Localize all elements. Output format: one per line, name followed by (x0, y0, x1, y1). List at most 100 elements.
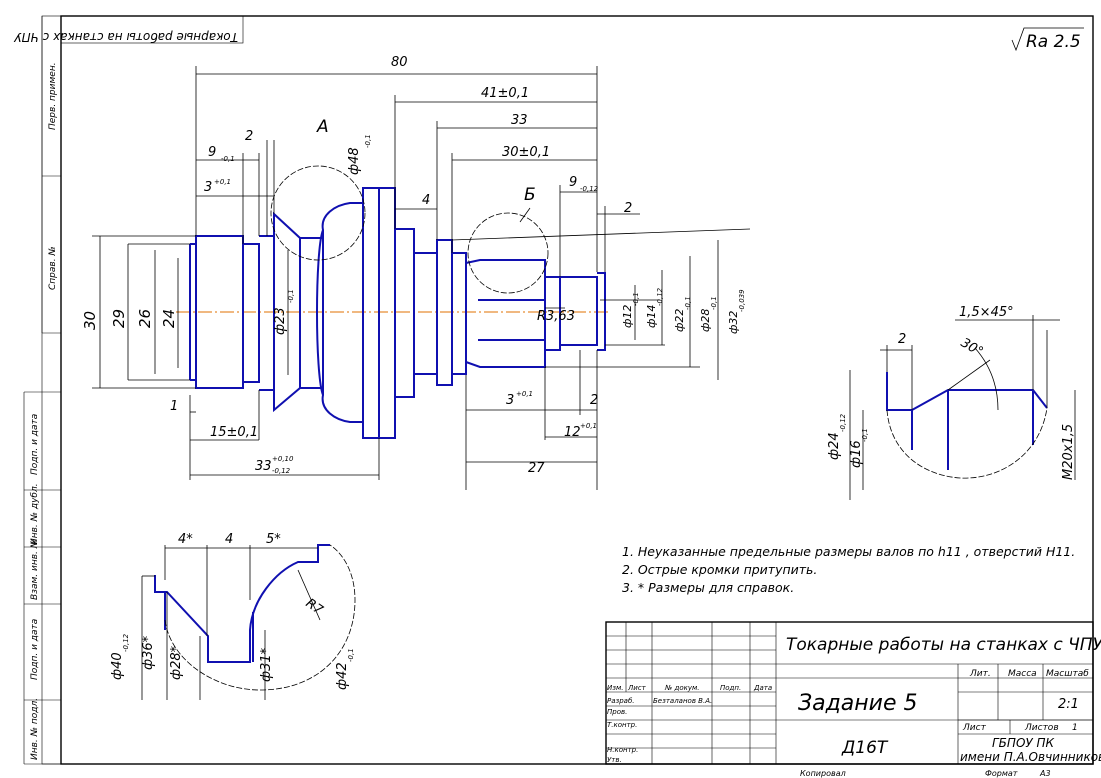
note-2: 2. Острые кромки притупить. (622, 562, 817, 577)
dim-32: ф32 (727, 311, 740, 334)
dia-30: 30 (81, 311, 99, 330)
dim-9: 9 (208, 145, 216, 160)
svg-text:Н.контр.: Н.контр. (607, 746, 638, 754)
dim-32-tol: -0,039 (738, 289, 746, 312)
detail-a-d31: ф31* (259, 647, 274, 682)
title-block-org1: ГБПОУ ПК (992, 736, 1055, 750)
dim-9-tol: -0,1 (221, 155, 235, 163)
title-block-mass: Масса (1008, 669, 1037, 679)
dim-3b-tol: +0,1 (516, 390, 533, 398)
title-block-scale: 2:1 (1058, 697, 1079, 712)
dim-28-tol: -0,1 (710, 296, 718, 310)
title-block-material: Д16Т (841, 738, 889, 758)
dim-4: 4 (422, 193, 430, 208)
detail-a-dim-5star: 5* (266, 532, 281, 547)
detail-a-d28: ф28* (169, 645, 184, 680)
format-value: A3 (1039, 769, 1051, 778)
detail-b-d24-tol: -0,12 (839, 413, 847, 432)
detail-b-chamfer: 1,5×45° (959, 305, 1014, 320)
detail-b-d24: ф24 (827, 432, 842, 460)
title-block-lit: Лит. (969, 669, 991, 679)
copied-label: Копировал (800, 769, 846, 778)
dim-23-tol: -0,1 (287, 289, 295, 303)
dim-33b: 33 (255, 459, 272, 474)
svg-text:Лист: Лист (627, 684, 647, 692)
detail-a-dim-4: 4 (225, 532, 233, 547)
dim-22-tol: -0,1 (684, 296, 692, 310)
dim-2b: 2 (624, 201, 632, 216)
note-3: 3. * Размеры для справок. (622, 580, 794, 595)
side-cell-1: Перв. примен. (48, 62, 58, 130)
detail-a-d36: ф36* (141, 635, 156, 670)
dim-33b-tol1: +0,10 (272, 455, 294, 463)
side-cell-7: Инв. № подл. (30, 698, 40, 760)
detail-b-width: 2 (898, 332, 906, 347)
note-1: 1. Неуказанные предельные размеры валов … (622, 544, 1075, 559)
title-block: Токарные работы на станках с ЧПУ Задание… (605, 621, 1101, 778)
dia-29: 29 (110, 309, 128, 328)
dim-12: ф12 (621, 305, 634, 328)
detail-a-d42-tol: -0,1 (347, 648, 355, 662)
detail-a-d40-tol: -0,12 (122, 633, 130, 652)
svg-text:№ докум.: № докум. (664, 684, 700, 692)
dia-26: 26 (136, 309, 154, 328)
title-block-scale-label: Масштаб (1046, 669, 1089, 679)
dim-28: ф28 (699, 309, 712, 332)
svg-text:Дата: Дата (753, 684, 772, 692)
dim-30: 30±0,1 (502, 145, 550, 160)
dim-22: ф22 (673, 309, 686, 332)
svg-text:Ra 2.5: Ra 2.5 (1026, 32, 1081, 52)
dim-23: ф23 (273, 307, 288, 335)
roughness-symbol: Ra 2.5 (1011, 27, 1084, 52)
dim-14-tol: -0,12 (656, 287, 664, 306)
title-block-sheets-val: 1 (1072, 723, 1078, 733)
label-a: А (316, 117, 329, 137)
detail-a-d42: ф42 (335, 662, 350, 690)
dim-12-tol: -0,1 (632, 292, 640, 306)
dim-41: 41±0,1 (481, 86, 529, 101)
dia-24: 24 (160, 309, 178, 328)
top-stamp: Токарные работы на станках с ЧПУ (14, 30, 238, 44)
detail-a-d40: ф40 (110, 652, 125, 680)
svg-text:Разраб.: Разраб. (607, 697, 635, 705)
dim-80: 80 (391, 55, 408, 70)
dim-9b: 9 (569, 175, 577, 190)
side-cell-4: Инв. № дубл. (30, 483, 40, 545)
svg-text:Безталанов В.А.: Безталанов В.А. (653, 697, 712, 705)
dim-33b-tol2: -0,12 (272, 467, 291, 475)
detail-b-thread: M20x1,5 (1061, 424, 1076, 480)
dim-12b-tol: +0,1 (580, 422, 597, 430)
dim-3: 3 (204, 180, 212, 195)
title-block-sheet: Лист (962, 723, 987, 733)
dim-3-tol: +0,1 (214, 178, 231, 186)
dim-14: ф14 (645, 305, 658, 328)
format-label: Формат (985, 769, 1018, 778)
dim-27: 27 (528, 461, 545, 476)
dim-2c: 2 (590, 393, 598, 408)
title-block-title: Токарные работы на станках с ЧПУ (786, 635, 1101, 655)
svg-text:Подп.: Подп. (720, 684, 741, 692)
svg-text:Пров.: Пров. (607, 708, 627, 716)
side-cell-6: Подп. и дата (30, 619, 40, 680)
radius-363: R3,63 (537, 309, 575, 324)
dim-12b: 12 (564, 425, 581, 440)
dim-15: 15±0,1 (210, 425, 258, 440)
shaft-part (176, 187, 610, 439)
side-cell-3: Подп. и дата (30, 414, 40, 475)
title-block-sheets: Листов (1024, 723, 1059, 733)
side-cell-2: Справ. № (48, 246, 58, 290)
detail-a-dim-4star: 4* (178, 532, 193, 547)
svg-text:Изм.: Изм. (607, 684, 623, 692)
dim-1: 1 (170, 399, 178, 414)
side-cell-5: Взам. инв. № (30, 539, 40, 600)
detail-b-d16: ф16 (849, 440, 864, 468)
dim-9b-tol: -0,12 (580, 185, 599, 193)
title-block-org2: имени П.А.Овчинникова (960, 750, 1101, 764)
svg-text:Т.контр.: Т.контр. (607, 721, 637, 729)
dim-48: ф48 (347, 147, 362, 175)
detail-b-d16-tol: -0,1 (861, 428, 869, 442)
detail-b: 1,5×45° 30° 2 ф24 -0,12 ф16 -0,1 M20x1,5 (827, 305, 1076, 500)
dim-33: 33 (511, 113, 528, 128)
title-block-name: Задание 5 (798, 691, 918, 716)
